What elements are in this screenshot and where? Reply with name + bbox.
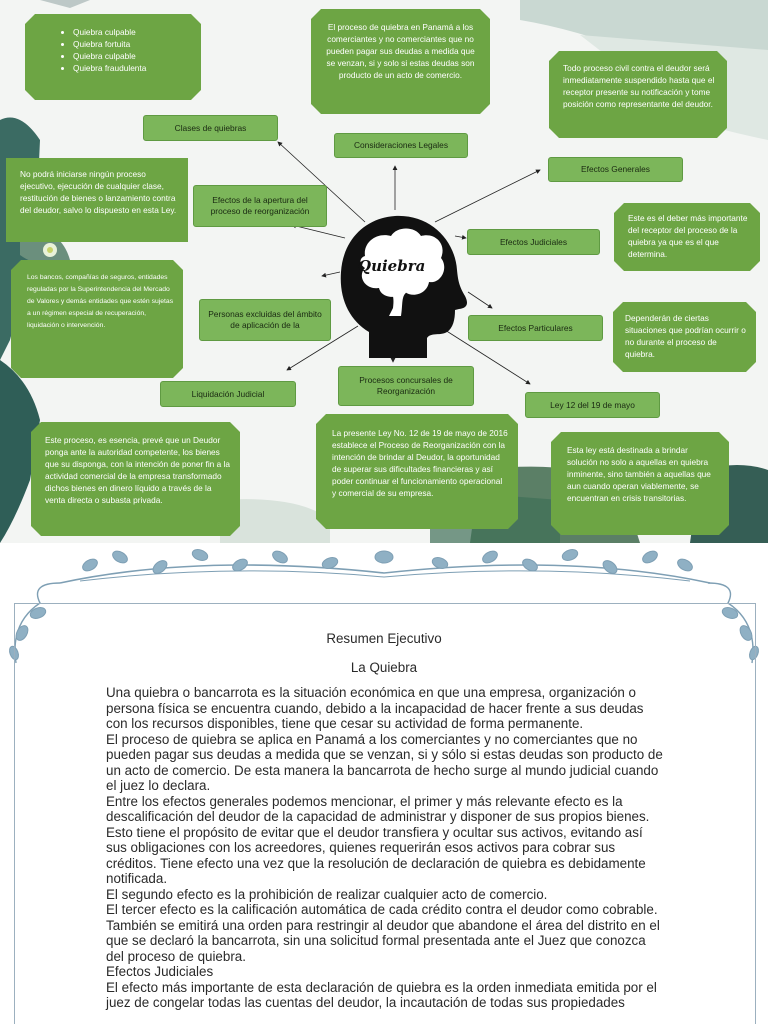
paragraph: Una quiebra o bancarrota es la situación… bbox=[106, 685, 644, 731]
list-item: Quiebra culpable bbox=[73, 26, 191, 38]
head-icon bbox=[340, 215, 467, 358]
node-personas-excluidas: Personas excluidas del ámbito de aplicac… bbox=[199, 299, 331, 341]
paragraph: El tercer efecto es la calificación auto… bbox=[106, 902, 660, 964]
node-ley: Ley 12 del 19 de mayo bbox=[525, 392, 660, 418]
node-efectos-judiciales: Efectos Judiciales bbox=[467, 229, 600, 255]
page-frame bbox=[14, 603, 756, 1024]
paragraph: El proceso de quiebra se aplica en Panam… bbox=[106, 731, 663, 794]
mind-map-panel: Quiebra Quiebra culpable Quiebra fortuit… bbox=[0, 0, 768, 543]
note-particulares: Dependerán de ciertas situaciones que po… bbox=[613, 302, 756, 372]
node-liquidacion: Liquidación Judicial bbox=[160, 381, 296, 407]
doc-body: Una quiebra o bancarrota es la situación… bbox=[106, 685, 666, 1011]
paragraph: El efecto más importante de esta declara… bbox=[106, 979, 657, 1011]
note-excluidas: Los bancos, compañías de seguros, entida… bbox=[11, 260, 183, 378]
note-apertura: No podrá iniciarse ningún proceso ejecut… bbox=[6, 158, 188, 242]
doc-title: Resumen Ejecutivo bbox=[326, 631, 442, 646]
paragraph: Entre los efectos generales podemos menc… bbox=[106, 793, 650, 887]
center-label: Quiebra bbox=[358, 257, 426, 275]
note-consideraciones: El proceso de quiebra en Panamá a los co… bbox=[311, 9, 490, 114]
list-item: Quiebra fraudulenta bbox=[73, 62, 191, 74]
node-clases: Clases de quiebras bbox=[143, 115, 278, 141]
doc-subtitle: La Quiebra bbox=[350, 660, 418, 675]
list-item: Quiebra culpable bbox=[73, 50, 191, 62]
note-ley: Esta ley está destinada a brindar soluci… bbox=[551, 432, 729, 535]
node-efectos-particulares: Efectos Particulares bbox=[468, 315, 603, 341]
paragraph: El segundo efecto es la prohibición de r… bbox=[106, 886, 548, 902]
vine-border-decoration bbox=[9, 549, 759, 664]
note-efectos-generales: Todo proceso civil contra el deudor será… bbox=[549, 51, 727, 138]
node-efectos-generales: Efectos Generales bbox=[548, 157, 683, 182]
node-procesos-concursales: Procesos concursales de Reorganización bbox=[338, 366, 474, 406]
note-liquidacion: Este proceso, es esencia, prevé que un D… bbox=[31, 422, 240, 536]
note-procesos: La presente Ley No. 12 de 19 de mayo de … bbox=[316, 414, 518, 529]
clases-list-box: Quiebra culpable Quiebra fortuita Quiebr… bbox=[25, 14, 201, 100]
note-judiciales: Este es el deber más importante del rece… bbox=[614, 203, 760, 271]
node-efectos-apertura: Efectos de la apertura del proceso de re… bbox=[193, 185, 327, 227]
node-consideraciones: Consideraciones Legales bbox=[334, 133, 468, 158]
list-item: Quiebra fortuita bbox=[73, 38, 191, 50]
summary-page: Resumen Ejecutivo La Quiebra Una quiebra… bbox=[0, 543, 768, 1024]
clases-list: Quiebra culpable Quiebra fortuita Quiebr… bbox=[51, 26, 191, 74]
section-heading: Efectos Judiciales bbox=[106, 964, 214, 979]
